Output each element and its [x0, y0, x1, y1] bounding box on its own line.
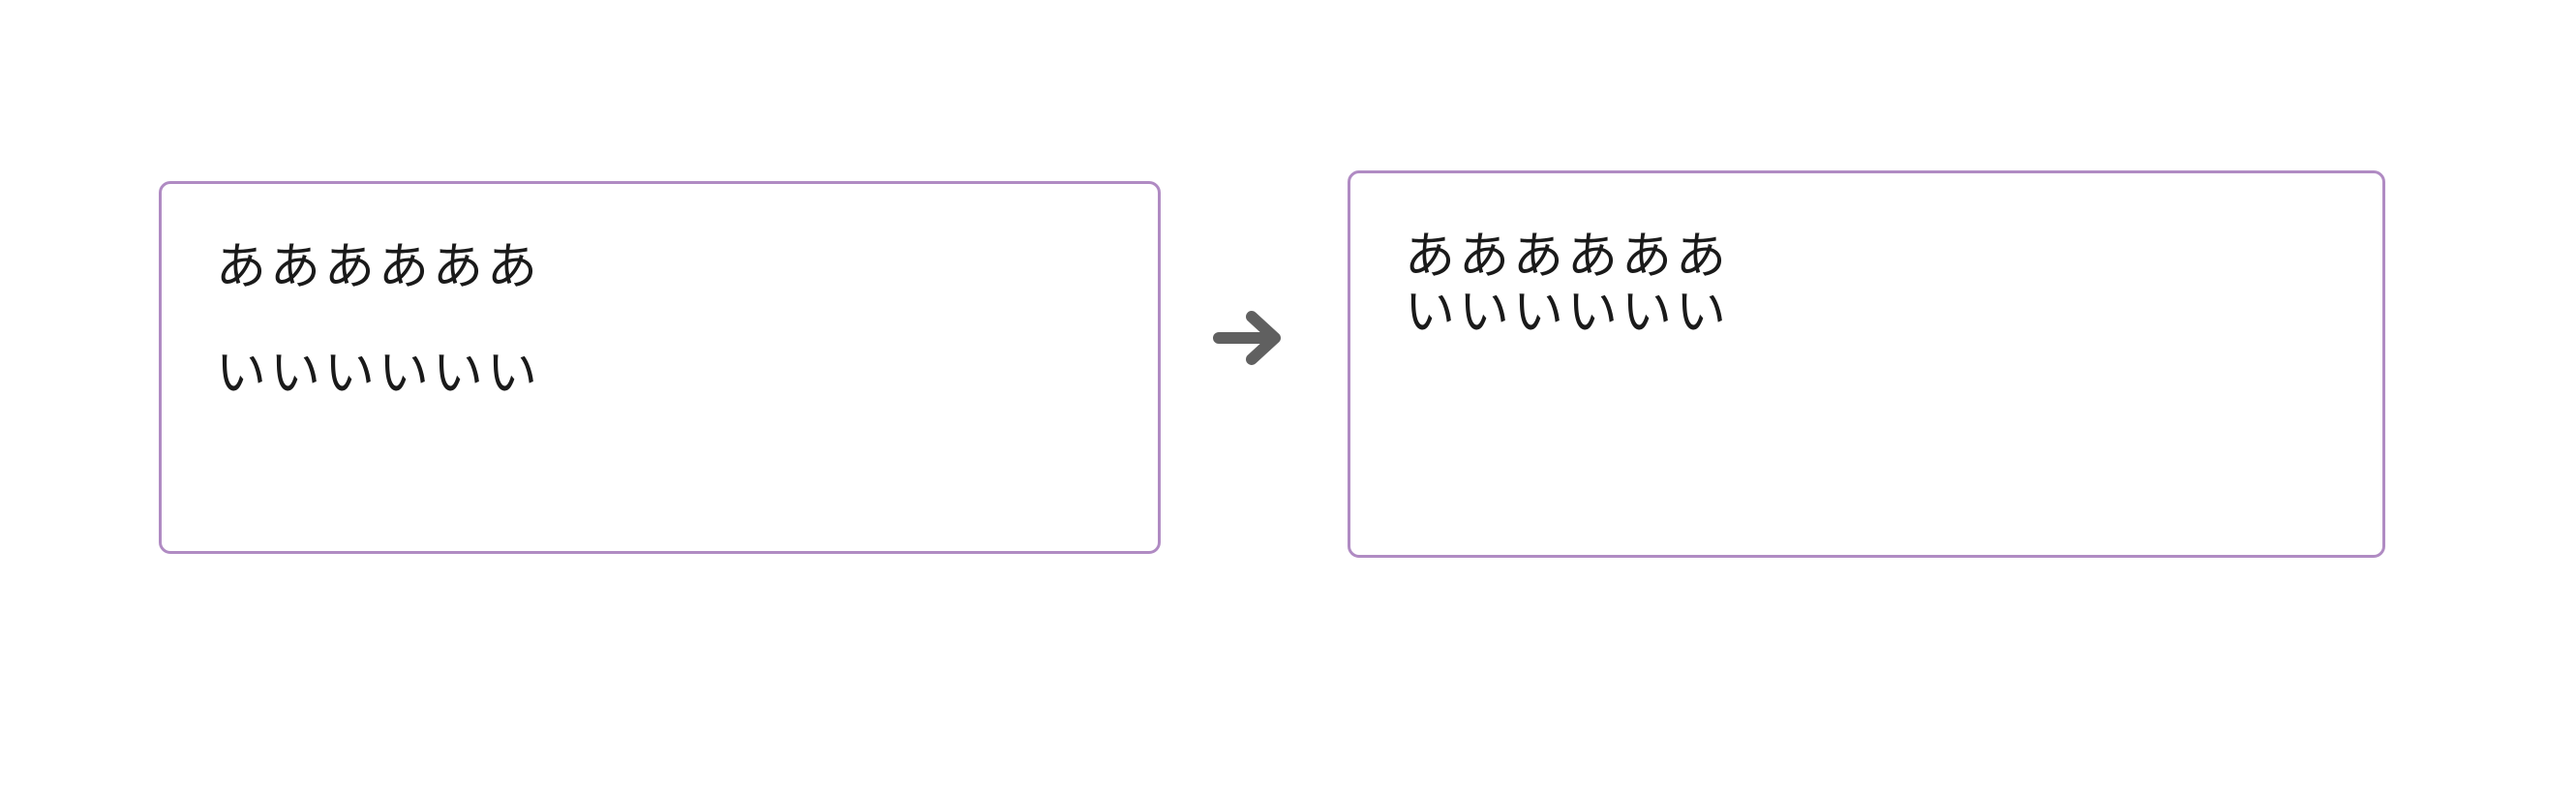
after-line-1: ああああああ: [1405, 228, 1731, 286]
after-line-2: いいいいいい: [1405, 284, 1731, 342]
before-line-1: ああああああ: [216, 238, 542, 296]
arrow-right-icon: [1211, 308, 1285, 368]
before-line-2: いいいいいい: [216, 345, 542, 403]
after-text-box: ああああああ いいいいいい: [1348, 170, 2385, 558]
before-text-box: ああああああ いいいいいい: [159, 181, 1161, 554]
